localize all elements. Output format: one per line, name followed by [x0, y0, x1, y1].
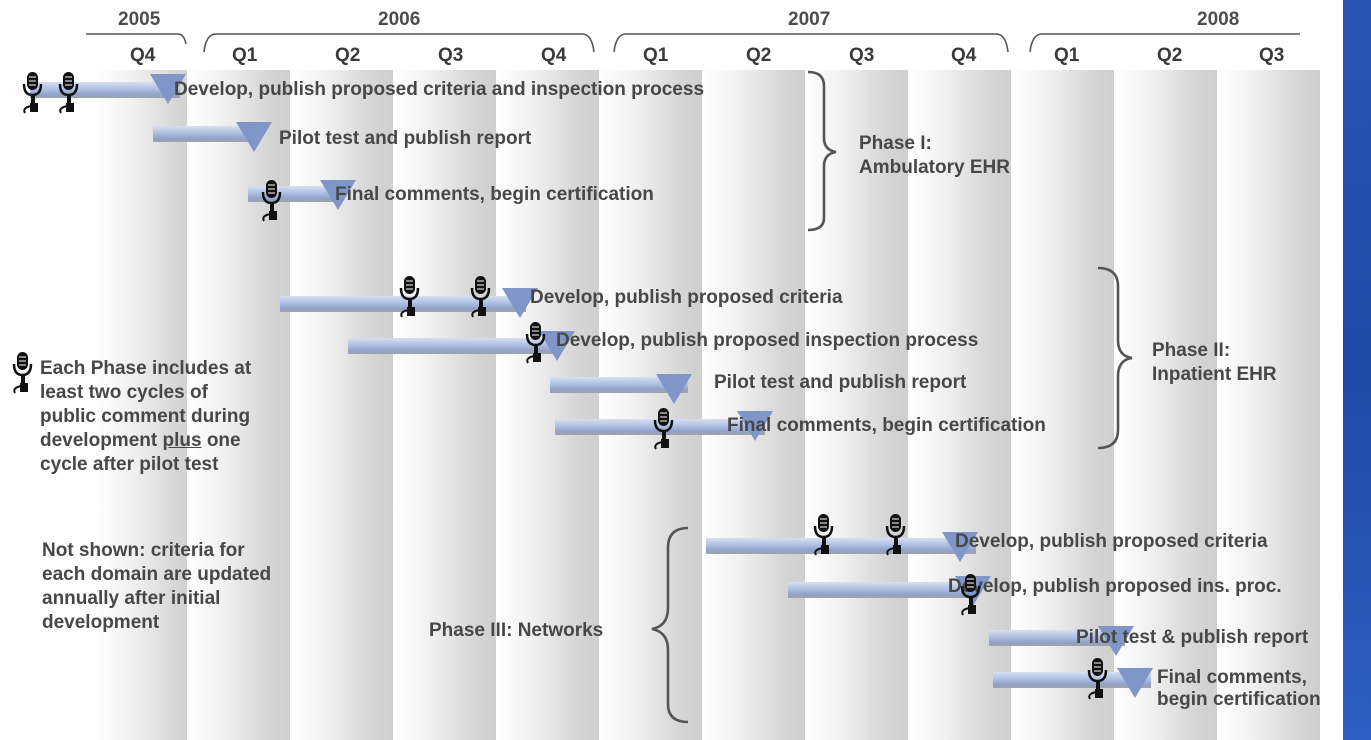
triangle-milestone-icon — [942, 532, 978, 562]
task-label: Develop, publish proposed criteria and i… — [174, 79, 705, 100]
task-bar — [153, 126, 258, 142]
year-label-2007: 2007 — [788, 9, 831, 30]
quarter-label: Q2 — [335, 45, 361, 66]
quarter-label: Q3 — [849, 45, 875, 66]
quarter-column — [908, 70, 1011, 740]
year-2007-bracket — [613, 33, 1009, 53]
task-label: Pilot test and publish report — [714, 372, 967, 393]
task-label: Pilot test and publish report — [279, 128, 532, 149]
phase-3-label: Phase III: Networks — [429, 620, 604, 641]
phase-1-label: Phase I: Ambulatory EHR — [859, 133, 1010, 178]
phase-2-label: Phase II: Inpatient EHR — [1152, 340, 1277, 385]
phase-1-brace — [807, 70, 837, 232]
microphone-icon — [468, 274, 492, 318]
task-bar — [550, 377, 688, 393]
task-label: Final comments, begin certification — [727, 415, 1046, 436]
microphone-icon — [56, 70, 80, 114]
task-label: Final comments, begin certification — [335, 184, 654, 205]
quarter-label: Q3 — [1259, 45, 1285, 66]
year-2006-bracket — [203, 33, 595, 53]
triangle-milestone-icon — [1098, 626, 1134, 656]
triangle-milestone-icon — [502, 288, 538, 318]
triangle-milestone-icon — [150, 74, 186, 104]
year-label-2008: 2008 — [1197, 9, 1240, 30]
quarter-column — [805, 70, 908, 740]
microphone-icon — [958, 572, 982, 616]
note-emphasis: plus — [162, 430, 202, 451]
quarter-column — [599, 70, 702, 740]
quarter-label: Q4 — [541, 45, 567, 66]
task-bar — [555, 419, 765, 435]
note-text: Each Phase includes at least two cycles … — [40, 358, 252, 451]
microphone-icon — [259, 178, 283, 222]
quarter-label: Q4 — [130, 45, 156, 66]
quarter-column — [96, 70, 199, 740]
microphone-icon — [883, 512, 907, 556]
microphone-icon — [651, 406, 675, 450]
quarter-column — [702, 70, 805, 740]
quarter-label: Q2 — [1157, 45, 1183, 66]
task-label: Develop, publish proposed criteria — [955, 531, 1268, 552]
year-2008-bracket — [1029, 33, 1300, 53]
microphone-icon — [523, 320, 547, 364]
quarter-label: Q3 — [438, 45, 464, 66]
phase-3-brace — [651, 526, 689, 724]
quarter-column — [496, 70, 599, 740]
task-label: Develop, publish proposed inspection pro… — [556, 330, 979, 351]
task-bar — [348, 338, 561, 354]
year-label-2006: 2006 — [378, 9, 421, 30]
phase-2-brace — [1097, 266, 1133, 450]
microphone-icon — [811, 512, 835, 556]
year-label-2005: 2005 — [118, 9, 161, 30]
task-bar — [788, 582, 971, 598]
triangle-milestone-icon — [656, 374, 692, 404]
not-shown-note: Not shown: criteria for each domain are … — [42, 540, 272, 633]
task-bar — [706, 538, 976, 554]
task-label: Pilot test & publish report — [1076, 627, 1309, 648]
note-text: one cycle after pilot test — [40, 430, 241, 475]
year-brackets — [86, 33, 1300, 53]
microphone-icon — [1085, 656, 1109, 700]
quarter-column — [393, 70, 496, 740]
quarter-column — [1217, 70, 1320, 740]
triangle-milestone-icon — [320, 180, 356, 210]
microphone-icon — [20, 70, 44, 114]
task-bar — [989, 630, 1125, 646]
triangle-milestone-icon — [236, 122, 272, 152]
task-bar — [993, 672, 1151, 688]
quarter-label: Q1 — [232, 45, 258, 66]
triangle-milestone-icon — [1117, 668, 1153, 698]
comment-cycle-note: Each Phase includes at least two cycles … — [40, 357, 251, 477]
task-label: Develop, publish proposed ins. proc. — [948, 576, 1282, 597]
quarter-label: Q4 — [951, 45, 977, 66]
task-bar — [280, 296, 526, 312]
triangle-milestone-icon — [737, 411, 773, 441]
accent-band — [1343, 0, 1371, 740]
microphone-icon — [397, 274, 421, 318]
year-2005-bracket — [86, 33, 187, 45]
quarter-label: Q1 — [1054, 45, 1080, 66]
quarter-label: Q1 — [643, 45, 669, 66]
microphone-icon — [10, 350, 34, 394]
quarter-label: Q2 — [746, 45, 772, 66]
task-label: Develop, publish proposed criteria — [530, 287, 843, 308]
task-label: Final comments, begin certification — [1157, 667, 1321, 710]
quarter-column — [1011, 70, 1114, 740]
